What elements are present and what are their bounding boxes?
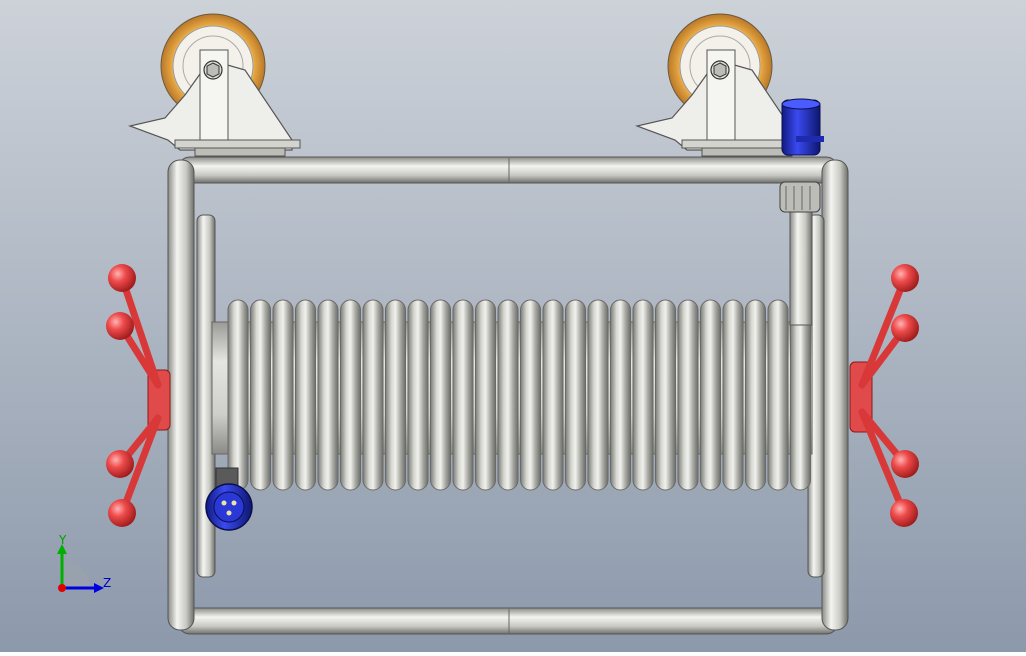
hose-coil — [317, 299, 339, 491]
hose-coil — [767, 299, 789, 491]
hose-coil — [430, 299, 451, 491]
coordinate-triad-icon: Y Z — [57, 533, 111, 593]
hose-coil — [632, 299, 654, 491]
hose-coil — [700, 299, 721, 491]
crank-handle-right[interactable] — [849, 264, 919, 527]
blue-inlet-connector[interactable] — [781, 98, 824, 156]
caster-wheel-right[interactable] — [634, 13, 808, 157]
hose-coil — [475, 299, 496, 491]
hose-coil — [565, 299, 586, 491]
tube-frame[interactable] — [167, 156, 849, 635]
hose-coil — [655, 299, 676, 491]
axis-y-label: Y — [58, 533, 67, 547]
hose-coil — [745, 299, 766, 491]
hose-coil — [790, 299, 811, 491]
hose-coil — [722, 299, 744, 491]
crank-handle-left[interactable] — [106, 264, 171, 527]
hose-coil — [497, 299, 519, 491]
hose-drum[interactable] — [211, 299, 813, 491]
hose-coil — [385, 299, 406, 491]
hose-coil — [610, 299, 631, 491]
hose-coil — [362, 299, 384, 491]
hose-coil — [520, 299, 541, 491]
inlet-pipe — [779, 181, 821, 326]
hose-coil — [295, 299, 316, 491]
hose-coil — [587, 299, 609, 491]
hose-coil — [272, 299, 294, 491]
hose-coil — [227, 299, 249, 491]
hose-coil — [250, 299, 271, 491]
hose-coil — [407, 299, 429, 491]
hose-coil — [452, 299, 474, 491]
blue-outlet-socket[interactable] — [205, 467, 253, 531]
hose-coil — [542, 299, 564, 491]
axis-z-label: Z — [103, 576, 111, 590]
caster-wheel-left[interactable] — [127, 13, 301, 157]
hose-coil — [677, 299, 699, 491]
hose-coil — [340, 299, 361, 491]
